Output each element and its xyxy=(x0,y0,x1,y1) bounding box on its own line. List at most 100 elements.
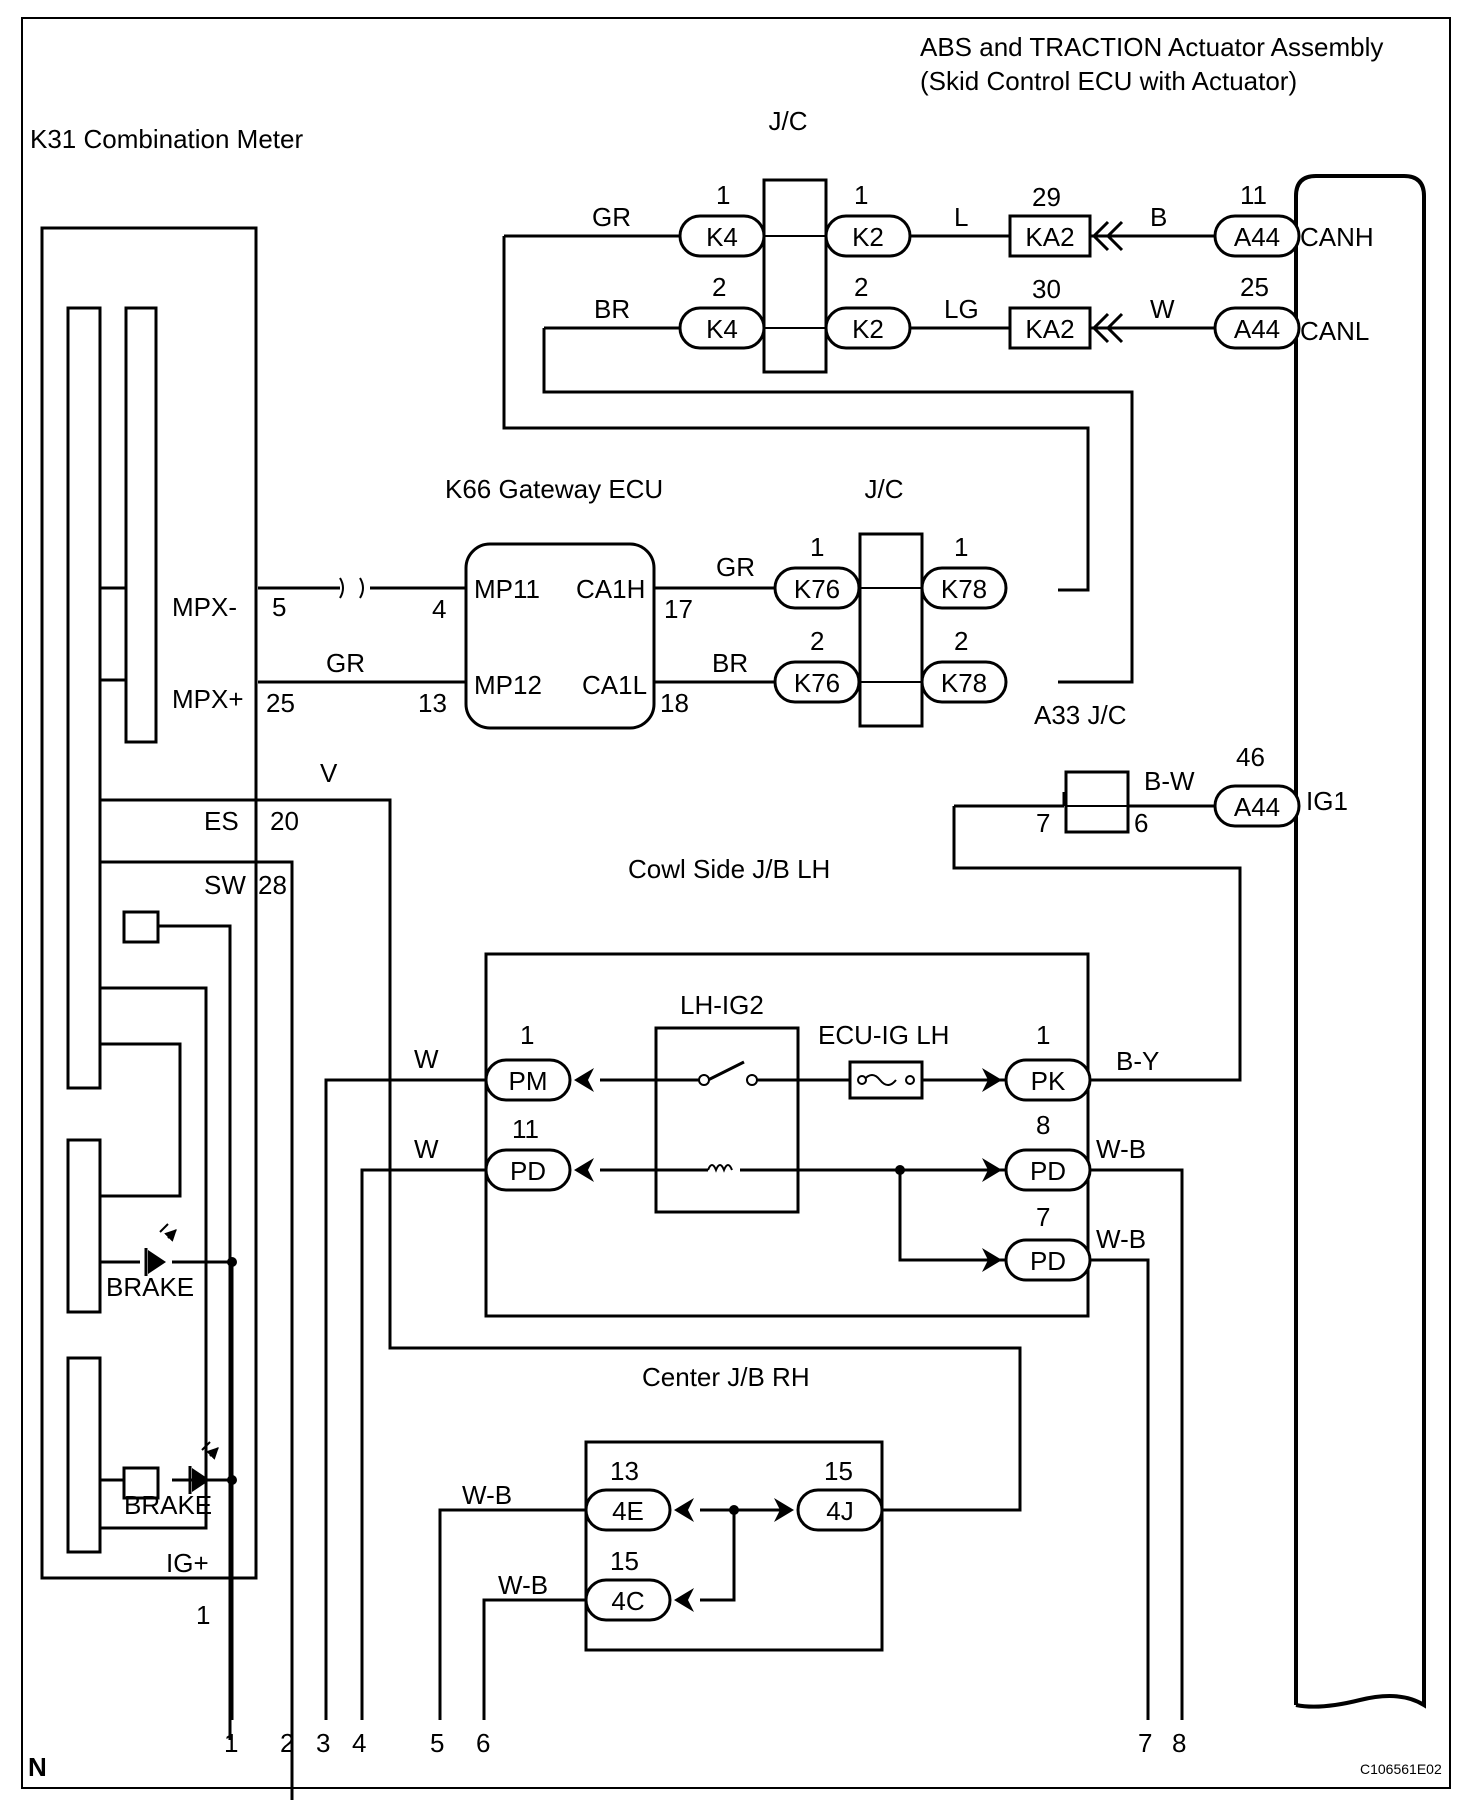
ecu-ig-label: ECU-IG LH xyxy=(818,1020,949,1050)
wire-w-pd: W xyxy=(414,1134,439,1164)
ground-7: 7 xyxy=(1138,1728,1152,1758)
relay-contact-2 xyxy=(746,1074,758,1086)
es-label: ES xyxy=(204,806,239,836)
ig1-wire xyxy=(952,792,1242,1082)
pin-a44-bot: 25 xyxy=(1240,272,1269,302)
ka2-chevrons xyxy=(1091,220,1124,344)
pin-pd-8: 8 xyxy=(1036,1110,1050,1140)
ca1l-label: CA1L xyxy=(582,670,647,700)
relay-contact-1 xyxy=(698,1074,710,1086)
svg-text:K4: K4 xyxy=(706,222,738,252)
jc-mid-block xyxy=(858,532,924,728)
ground-1: 1 xyxy=(224,1728,238,1758)
svg-text:K2: K2 xyxy=(852,314,884,344)
connector-k76-2: K76 xyxy=(773,660,861,704)
figure-id: C106561E02 xyxy=(1360,1761,1442,1777)
lh-ig2-relay xyxy=(654,1026,800,1214)
svg-text:PK: PK xyxy=(1031,1066,1066,1096)
svg-text:A44: A44 xyxy=(1234,314,1280,344)
mpx-plus-label: MPX+ xyxy=(172,684,244,714)
center-title: Center J/B RH xyxy=(642,1362,810,1392)
cowl-outgoing-wires xyxy=(324,1078,1240,1720)
brake-label-1: BRAKE xyxy=(106,1272,194,1302)
wire-w-top: W xyxy=(1150,294,1175,324)
pin-k2-bot: 2 xyxy=(854,272,868,302)
center-wires xyxy=(438,1508,790,1720)
ground-3: 3 xyxy=(316,1728,330,1758)
ground-6: 6 xyxy=(476,1728,490,1758)
svg-text:PD: PD xyxy=(1030,1156,1066,1186)
svg-text:PD: PD xyxy=(1030,1246,1066,1276)
meter-bar-left xyxy=(66,306,102,1090)
center-junction-dot xyxy=(729,1505,739,1515)
svg-text:PD: PD xyxy=(510,1156,546,1186)
wire-lg: LG xyxy=(944,294,979,324)
abs-title-line1: ABS and TRACTION Actuator Assembly xyxy=(920,32,1383,62)
a33-jc-block xyxy=(1064,770,1130,834)
pin-k4-bot: 2 xyxy=(712,272,726,302)
outer-frame xyxy=(21,17,1451,1789)
wire-br-top: BR xyxy=(594,294,630,324)
jc-top-block xyxy=(762,178,828,374)
wire-br-gateway: BR xyxy=(712,648,748,678)
pin-k4-top: 1 xyxy=(716,180,730,210)
pin-a44-ig1: 46 xyxy=(1236,742,1265,772)
cowl-title: Cowl Side J/B LH xyxy=(628,854,830,884)
pin-mp11: 4 xyxy=(432,594,446,624)
wavy-break xyxy=(339,577,364,599)
connector-ka2-30: KA2 xyxy=(1008,306,1092,350)
connector-k78-2: K78 xyxy=(920,660,1008,704)
pin-k78-top: 1 xyxy=(954,532,968,562)
pin-pd-7: 7 xyxy=(1036,1202,1050,1232)
relay-switch xyxy=(707,1060,745,1082)
connector-k78-1: K78 xyxy=(920,566,1008,610)
v-wire xyxy=(100,798,1022,1512)
abs-actuator-body xyxy=(1294,174,1426,1709)
svg-text:K2: K2 xyxy=(852,222,884,252)
connector-k4-2: K4 xyxy=(678,306,766,350)
pin-k76-top: 1 xyxy=(810,532,824,562)
ca1h-label: CA1H xyxy=(576,574,645,604)
pin-4c: 15 xyxy=(610,1546,639,1576)
wire-gr-mpx: GR xyxy=(326,648,365,678)
meter-bar-lower2 xyxy=(66,1356,102,1554)
pin-k2-top: 1 xyxy=(854,180,868,210)
ground-8: 8 xyxy=(1172,1728,1186,1758)
center-chevrons xyxy=(674,1498,794,1612)
wire-bw: B-W xyxy=(1144,766,1195,796)
pin-pk: 1 xyxy=(1036,1020,1050,1050)
pin-mpx-minus: 5 xyxy=(272,592,286,622)
connector-pk: PK xyxy=(1004,1058,1092,1102)
meter-element-box2 xyxy=(122,1466,160,1500)
canh-label: CANH xyxy=(1300,222,1374,252)
relay-coil xyxy=(707,1164,733,1173)
meter-bar-lower1 xyxy=(66,1138,102,1314)
pin-k78-bot: 2 xyxy=(954,626,968,656)
svg-text:K76: K76 xyxy=(794,668,840,698)
meter-ground-lines xyxy=(230,862,294,1720)
svg-text:K4: K4 xyxy=(706,314,738,344)
pin-es: 20 xyxy=(270,806,299,836)
wire-by: B-Y xyxy=(1116,1046,1159,1076)
pin-pd-11: 11 xyxy=(512,1114,539,1144)
wire-b: B xyxy=(1150,202,1167,232)
wire-v: V xyxy=(320,758,338,788)
connector-k2-2: K2 xyxy=(824,306,912,350)
jc-top-title: J/C xyxy=(769,106,808,136)
pin-a33-out: 6 xyxy=(1134,808,1148,838)
pin-ka2-bot: 30 xyxy=(1032,274,1061,304)
sw-label: SW xyxy=(204,870,246,900)
ground-4: 4 xyxy=(352,1728,366,1758)
connector-k2-1: K2 xyxy=(824,214,912,258)
k31-title: K31 Combination Meter xyxy=(30,124,303,154)
pin-a44-top: 11 xyxy=(1240,180,1267,210)
connector-a44-11: A44 xyxy=(1213,214,1301,258)
cowl-wires xyxy=(600,1078,1006,1262)
connector-ka2-29: KA2 xyxy=(1008,214,1092,258)
pin-4j: 15 xyxy=(824,1456,853,1486)
wire-wb-8: W-B xyxy=(1096,1134,1146,1164)
pin-ca1h: 17 xyxy=(664,594,693,624)
a33-title: A33 J/C xyxy=(1034,700,1127,730)
wire-w-pm: W xyxy=(414,1044,439,1074)
